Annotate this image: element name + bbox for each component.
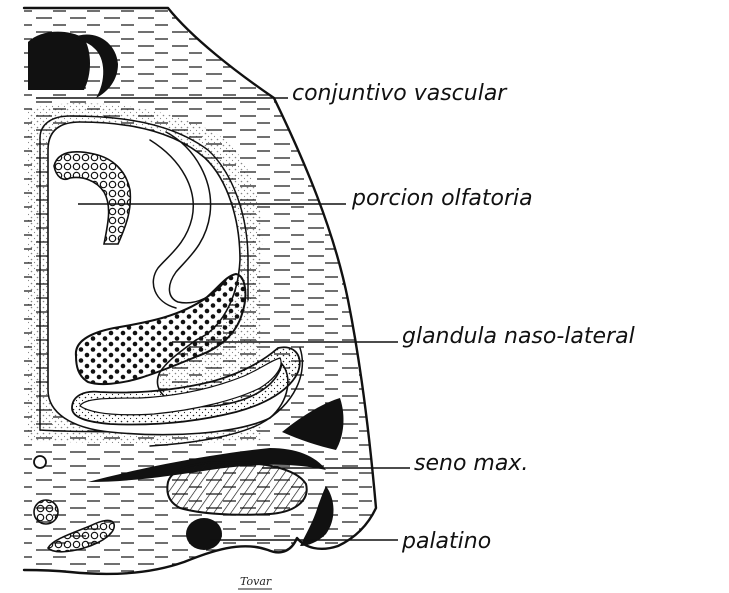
small-hollow-circle [34, 456, 46, 468]
artist-signature: Tovar [240, 575, 272, 588]
palatine-disk [186, 518, 222, 550]
label-porcion-olfatoria: porcion olfatoria [351, 186, 533, 211]
label-conjuntivo-vascular: conjuntivo vascular [292, 81, 508, 106]
label-seno-max: seno max. [414, 451, 528, 476]
maxillary-sinus [167, 462, 306, 515]
ring-of-cells [34, 500, 58, 524]
label-palatino: palatino [401, 529, 491, 554]
label-glandula-naso-lateral: glandula naso-lateral [402, 324, 635, 349]
